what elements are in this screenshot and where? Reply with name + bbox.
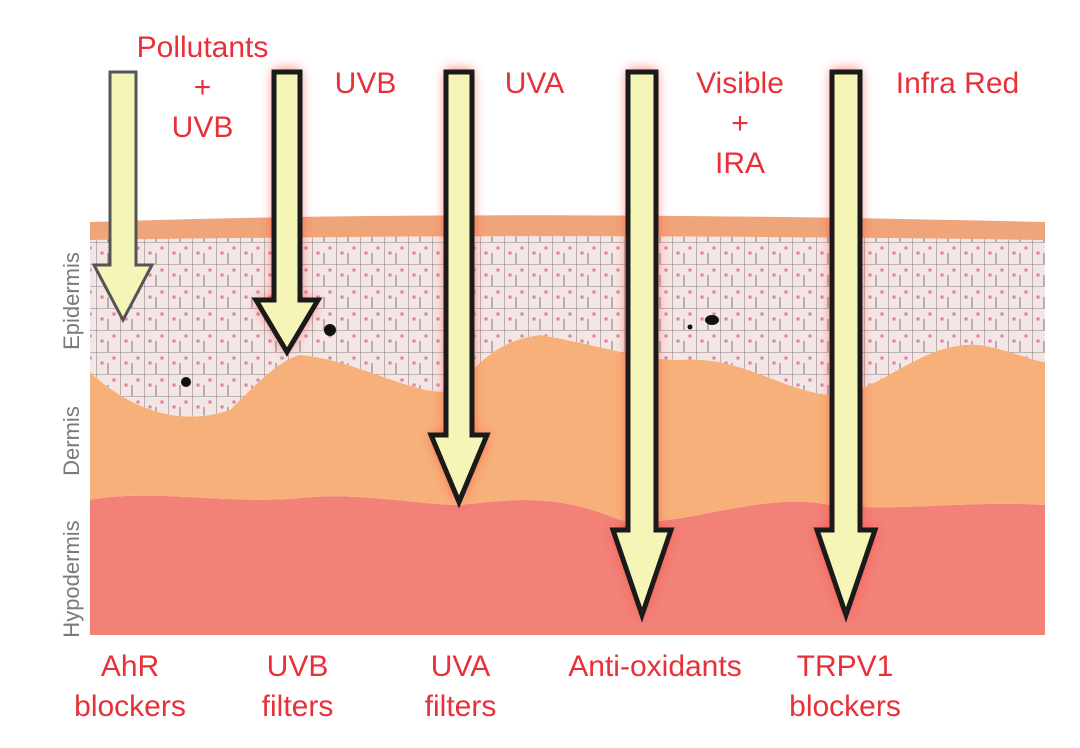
radiation-label-line: + (193, 71, 212, 104)
hypodermis-label: Hypodermis (59, 520, 84, 638)
radiation-label-line: UVA (504, 67, 565, 100)
protection-label-line: Anti-oxidants (568, 650, 742, 683)
cell-nucleus (181, 377, 191, 387)
protection-label-ahr-blockers: AhR blockers (55, 647, 205, 727)
radiation-label-uva: UVA (487, 64, 582, 104)
protection-label-line: TRPV1 (796, 650, 894, 683)
dermis-layer (90, 335, 1045, 522)
stratum-corneum (90, 215, 1045, 240)
radiation-label-line: UVB (171, 111, 234, 144)
protection-label-uva-filters: UVA filters (393, 647, 528, 727)
radiation-arrows (91, 69, 879, 623)
radiation-label-visible-ira: Visible + IRA (675, 64, 805, 184)
uva-arrow (427, 69, 491, 509)
radiation-label-line: Visible (696, 67, 784, 100)
radiation-label-line: Infra Red (895, 67, 1020, 100)
epidermis-label: Epidermis (59, 252, 84, 350)
radiation-label-line: + (731, 107, 749, 140)
radiation-label-line: Pollutants (136, 31, 269, 64)
skin-layers (90, 215, 1045, 635)
protection-label-line: filters (261, 690, 334, 723)
cell-nucleus (705, 315, 719, 325)
cell-nucleus (687, 324, 693, 330)
cell-nucleus (324, 324, 336, 336)
protection-label-line: AhR (100, 650, 160, 683)
radiation-label-line: UVB (334, 67, 397, 100)
radiation-label-uvb: UVB (318, 64, 413, 104)
protection-label-line: UVB (266, 650, 329, 683)
protection-label-trpv1-blockers: TRPV1 blockers (770, 647, 920, 727)
radiation-label-line: IRA (714, 147, 765, 180)
uvb-arrow (251, 69, 323, 357)
visible-ira-arrow (609, 69, 675, 623)
protection-label-line: UVA (430, 650, 491, 683)
hypodermis-layer (90, 495, 1045, 635)
radiation-label-pollutants-uvb: Pollutants + UVB (110, 28, 295, 148)
protection-label-uvb-filters: UVB filters (230, 647, 365, 727)
protection-label-line: blockers (74, 690, 186, 723)
infrared-arrow (813, 69, 879, 623)
epidermis-layer (90, 236, 1045, 417)
dermis-label: Dermis (59, 406, 84, 476)
radiation-label-infrared: Infra Red (875, 64, 1040, 104)
protection-label-line: blockers (789, 690, 901, 723)
protection-label-line: filters (424, 690, 497, 723)
protection-label-anti-oxidants: Anti-oxidants (540, 647, 770, 687)
pollutants-arrow (91, 70, 155, 324)
